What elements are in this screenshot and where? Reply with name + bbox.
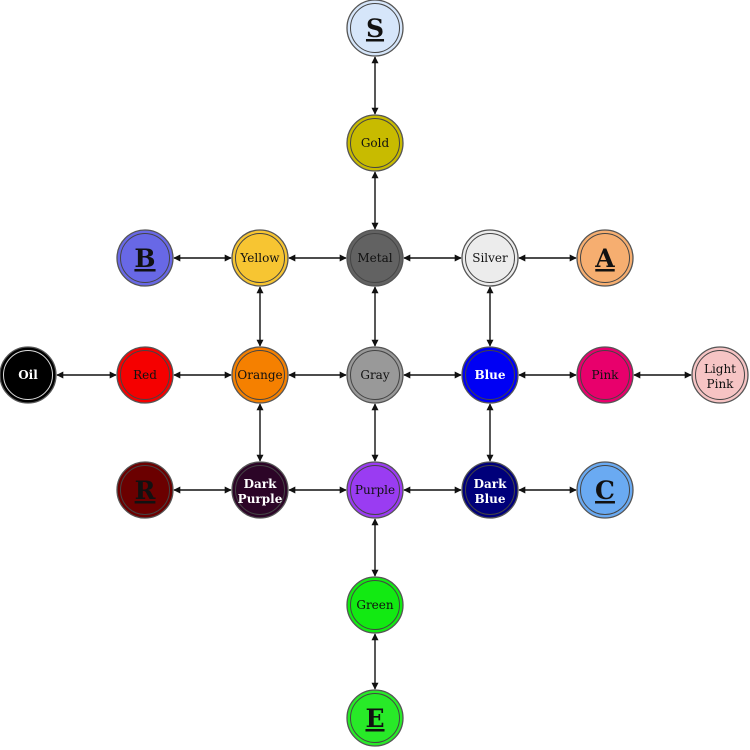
node-r: R — [116, 461, 174, 519]
node-label: E — [365, 704, 384, 733]
node-e: E — [346, 689, 404, 747]
node-inner-ring — [235, 350, 285, 400]
node-outer-ring — [116, 346, 174, 404]
node-label: B — [134, 244, 155, 273]
node-outer-ring — [346, 114, 404, 172]
node-outer-ring — [691, 346, 749, 404]
node-inner-ring — [465, 350, 515, 400]
node-label-line: Blue — [474, 492, 505, 506]
node-label-line: Dark — [244, 477, 278, 491]
node-inner-ring — [350, 580, 400, 630]
node-red: Red — [116, 346, 174, 404]
node-outer-ring — [461, 229, 519, 287]
edges-layer — [56, 56, 692, 690]
node-label: Gold — [361, 136, 390, 150]
node-inner-ring — [120, 350, 170, 400]
node-inner-ring — [465, 465, 515, 515]
node-inner-ring — [350, 350, 400, 400]
node-silver: Silver — [461, 229, 519, 287]
node-label: Oil — [18, 368, 38, 382]
node-inner-ring — [120, 465, 170, 515]
node-orange: Orange — [231, 346, 289, 404]
node-inner-ring — [350, 3, 400, 53]
node-inner-ring — [580, 350, 630, 400]
node-b: B — [116, 229, 174, 287]
node-purple: Purple — [346, 461, 404, 519]
node-outer-ring — [576, 229, 634, 287]
node-inner-ring — [235, 465, 285, 515]
node-outer-ring — [346, 0, 404, 57]
node-inner-ring — [3, 350, 53, 400]
node-outer-ring — [346, 576, 404, 634]
node-label: Metal — [357, 251, 392, 265]
node-label-line: Light — [704, 362, 736, 376]
node-blue: Blue — [461, 346, 519, 404]
node-outer-ring — [231, 229, 289, 287]
node-s: S — [346, 0, 404, 57]
node-yellow: Yellow — [231, 229, 289, 287]
node-label: Red — [133, 368, 157, 382]
node-label: Green — [356, 598, 394, 612]
node-outer-ring — [461, 346, 519, 404]
node-outer-ring — [231, 346, 289, 404]
node-metal: Metal — [346, 229, 404, 287]
node-label: Silver — [472, 251, 508, 265]
node-gray: Gray — [346, 346, 404, 404]
node-outer-ring — [576, 461, 634, 519]
node-inner-ring — [580, 465, 630, 515]
node-outer-ring — [0, 346, 57, 404]
node-outer-ring — [346, 346, 404, 404]
node-inner-ring — [695, 350, 745, 400]
node-label: Orange — [237, 368, 282, 382]
node-outer-ring — [576, 346, 634, 404]
node-inner-ring — [235, 233, 285, 283]
node-outer-ring — [346, 229, 404, 287]
node-outer-ring — [461, 461, 519, 519]
node-label: R — [135, 476, 156, 505]
node-a: A — [576, 229, 634, 287]
node-outer-ring — [116, 461, 174, 519]
node-label: Gray — [360, 368, 389, 382]
node-inner-ring — [350, 233, 400, 283]
node-label-line: Purple — [238, 492, 283, 506]
node-inner-ring — [120, 233, 170, 283]
node-outer-ring — [116, 229, 174, 287]
node-pink: Pink — [576, 346, 634, 404]
node-green: Green — [346, 576, 404, 634]
node-inner-ring — [580, 233, 630, 283]
node-gold: Gold — [346, 114, 404, 172]
node-label: A — [594, 244, 615, 273]
node-label-line: Dark — [474, 477, 508, 491]
node-c: C — [576, 461, 634, 519]
node-inner-ring — [350, 693, 400, 743]
node-label: Purple — [355, 483, 395, 497]
node-inner-ring — [465, 233, 515, 283]
node-outer-ring — [346, 689, 404, 747]
node-inner-ring — [350, 118, 400, 168]
node-label: S — [366, 14, 384, 43]
node-label: Blue — [474, 368, 505, 382]
node-oil: Oil — [0, 346, 57, 404]
node-inner-ring — [350, 465, 400, 515]
node-outer-ring — [346, 461, 404, 519]
node-label-line: Pink — [707, 377, 735, 391]
node-outer-ring — [231, 461, 289, 519]
node-label: Pink — [592, 368, 620, 382]
node-label: Yellow — [239, 251, 280, 265]
node-label: C — [595, 476, 615, 505]
